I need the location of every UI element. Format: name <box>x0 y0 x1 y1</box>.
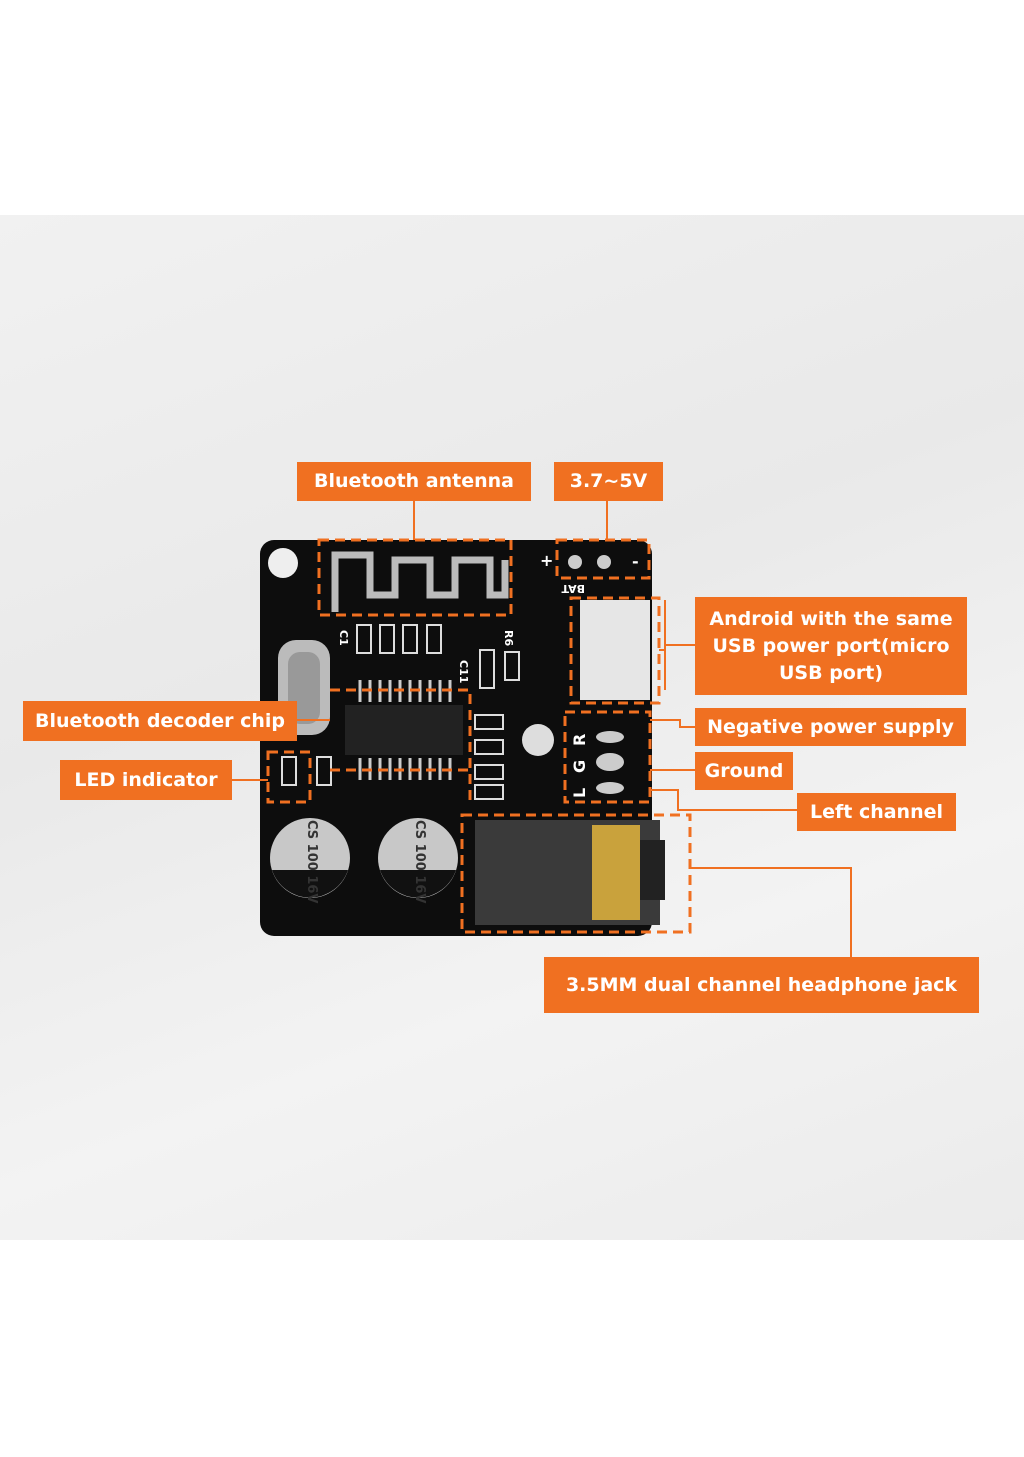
mount-hole-2 <box>522 724 554 756</box>
c1-mark: C1 <box>337 630 350 646</box>
g-mark: G <box>570 760 589 773</box>
label-negative-power: Negative power supply <box>695 708 966 746</box>
label-led-indicator: LED indicator <box>60 760 232 800</box>
label-left-channel: Left channel <box>797 793 956 831</box>
label-usb-line-3: USB port) <box>779 661 883 684</box>
label-bluetooth-antenna: Bluetooth antenna <box>297 462 531 501</box>
jack-highlight <box>460 813 692 934</box>
label-voltage: 3.7~5V <box>554 462 663 501</box>
label-headphone-jack: 3.5MM dual channel headphone jack <box>544 957 979 1013</box>
decoder-chip <box>345 705 463 755</box>
c11-mark: C11 <box>457 660 470 683</box>
plus-mark: + <box>540 551 553 570</box>
label-usb-line-1: Android with the same <box>709 607 953 630</box>
l-mark: L <box>570 788 589 798</box>
audio-pads-highlight <box>563 710 652 804</box>
label-decoder-chip: Bluetooth decoder chip <box>23 701 297 741</box>
label-usb-port: Android with the same USB power port(mic… <box>695 597 967 695</box>
r6-mark: R6 <box>502 630 515 646</box>
led-highlight <box>266 750 312 804</box>
mount-hole <box>268 548 298 578</box>
capacitor-2-label: CS 100 16V <box>412 820 427 903</box>
label-usb-line-2: USB power port(micro <box>712 634 950 657</box>
chip-highlight <box>330 688 472 800</box>
capacitor-1-label: CS 100 16V <box>304 820 319 903</box>
bat-highlight <box>555 538 651 580</box>
label-ground: Ground <box>695 752 793 790</box>
r-mark: R <box>570 734 589 746</box>
bat-mark: BAT <box>561 582 585 595</box>
antenna-trace <box>331 551 509 612</box>
minus-mark: - <box>632 552 639 571</box>
micro-usb-port <box>580 600 650 700</box>
